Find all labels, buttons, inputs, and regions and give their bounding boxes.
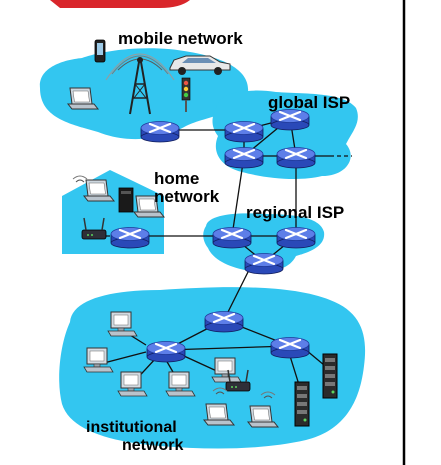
router-icon [145,340,187,364]
smartphone-icon [94,39,106,63]
server-icon [322,353,338,399]
router-icon [275,226,317,250]
institutional-network-label-line1: institutional [86,419,177,436]
mobile-network-cloud [39,48,249,140]
home-network-label-line2: network [154,187,220,206]
server-icon-2 [294,381,310,427]
router-icon [211,226,253,250]
router-icon [269,336,311,360]
router-icon [223,146,265,170]
home-network-label-line1: home [154,169,199,188]
mobile-network-label: mobile network [118,29,243,48]
router-icon [139,120,181,144]
router-icon [223,120,265,144]
home-desktop-icon [118,187,134,213]
router-icon [203,310,245,334]
car-icon [169,55,231,75]
regional-isp-label: regional ISP [246,203,344,222]
global-isp-label: global ISP [268,93,350,112]
institutional-network-cloud [59,287,366,449]
traffic-light-icon [181,77,191,112]
router-icon [243,252,285,276]
institutional-network-label-line2: network [122,437,183,454]
router-icon [109,226,151,250]
router-icon [275,146,317,170]
cell-tower-icon [105,53,175,115]
router-icon [269,108,311,132]
header-accent [50,0,190,8]
home-waves-icon [72,175,88,183]
